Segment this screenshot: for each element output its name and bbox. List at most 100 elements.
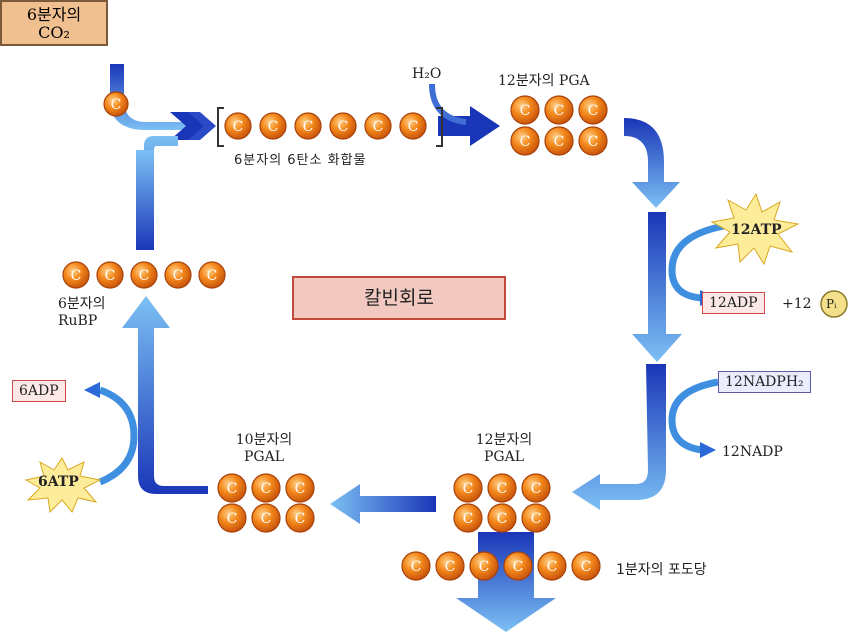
- pgal10-carbon-letter: C: [295, 481, 306, 497]
- pga-carbon-letter: C: [520, 134, 531, 150]
- pgal12-carbon-letter: C: [463, 511, 474, 527]
- pgal10-count: 10분자의: [235, 432, 293, 448]
- atp-right-starburst: [710, 192, 800, 266]
- plus-pi-label: +12: [782, 296, 812, 312]
- pgal12-carbon-letter: C: [531, 481, 542, 497]
- pgal12-carbon-ball: [521, 503, 551, 533]
- glucose-carbon-letter: C: [479, 559, 490, 575]
- glucose-carbon-ball: [469, 551, 499, 581]
- six-carbon-carbon-letter: C: [303, 119, 314, 135]
- pga-carbon-ball: [544, 95, 574, 125]
- right-curve-top: [624, 118, 680, 208]
- pgal12-carbon-letter: C: [497, 481, 508, 497]
- glucose-carbon-ball: [401, 551, 431, 581]
- right-vertical-2: [572, 364, 666, 510]
- six-carbon-carbon-ball: [399, 112, 427, 140]
- six-carbon-label: 6분자의 6탄소 화합물: [234, 153, 367, 168]
- co2-box: 6분자의 CO₂: [0, 0, 108, 46]
- rubp-label: 6분자의 RuBP: [58, 296, 106, 330]
- pga-carbon-letter: C: [588, 103, 599, 119]
- nadph-arrowhead: [700, 442, 716, 458]
- six-carbon-carbon-letter: C: [268, 119, 279, 135]
- glucose-carbon-letter: C: [581, 559, 592, 575]
- rubp-carbon-letter: C: [207, 268, 218, 284]
- co2-input-arrow: [110, 64, 190, 130]
- rubp-carbon-letter: C: [173, 268, 184, 284]
- co2-count: 6분자의: [26, 5, 82, 24]
- six-carbon-carbon-ball: [224, 112, 252, 140]
- arrow-to-pga: [438, 106, 500, 146]
- glucose-carbon-ball: [537, 551, 567, 581]
- pgal10-carbon-ball: [217, 473, 247, 503]
- pga-carbon-ball: [544, 126, 574, 156]
- pgal12-carbon-ball: [487, 503, 517, 533]
- glucose-label: 1분자의 포도당: [616, 562, 707, 578]
- pga-carbon-letter: C: [520, 103, 531, 119]
- pgal10-carbon-ball: [285, 473, 315, 503]
- pgal12-carbon-letter: C: [463, 481, 474, 497]
- co2-carbon-carbon-ball: [103, 91, 129, 117]
- rubp-carbon-letter: C: [71, 268, 82, 284]
- pga-carbon-letter: C: [554, 103, 565, 119]
- bracket-right: [436, 107, 443, 147]
- double-chevron-arrow-2: [188, 112, 216, 140]
- pgal10-name: PGAL: [243, 449, 284, 465]
- glucose-carbon-letter: C: [411, 559, 422, 575]
- co2-formula: CO₂: [38, 23, 70, 42]
- h2o-label: H₂O: [412, 66, 442, 82]
- co2-carbon-carbon-letter: C: [111, 97, 122, 113]
- rubp-count: 6분자의: [58, 296, 106, 312]
- pgal10-carbon-ball: [251, 503, 281, 533]
- adp-left-box: 6ADP: [12, 380, 66, 402]
- glucose-carbon-ball: [571, 551, 601, 581]
- glucose-carbon-ball: [435, 551, 465, 581]
- left-vertical-up-body: [136, 150, 154, 250]
- pgal12-carbon-ball: [453, 503, 483, 533]
- rubp-carbon-letter: C: [139, 268, 150, 284]
- six-carbon-carbon-letter: C: [373, 119, 384, 135]
- rubp-carbon-ball: [164, 261, 192, 289]
- atp-left-arrowhead: [84, 382, 100, 398]
- pgal12-carbon-letter: C: [531, 511, 542, 527]
- h2o-arrow: [429, 83, 467, 125]
- six-carbon-carbon-letter: C: [338, 119, 349, 135]
- arrow-to-pgal10: [330, 484, 436, 524]
- pga-carbon-ball: [578, 126, 608, 156]
- six-carbon-carbon-ball: [364, 112, 392, 140]
- glucose-output-arrow: [456, 532, 556, 632]
- pgal12-carbon-ball: [453, 473, 483, 503]
- pgal10-carbon-ball: [251, 473, 281, 503]
- nadph-arrow: [668, 378, 719, 454]
- pga-label: 12분자의 PGA: [498, 73, 590, 89]
- pgal10-carbon-letter: C: [261, 511, 272, 527]
- atp-right-arrow: [668, 222, 725, 302]
- pi-circle: [820, 290, 848, 318]
- nadp-label: 12NADP: [722, 444, 783, 460]
- pgal10-label: 10분자의 PGAL: [222, 432, 306, 466]
- six-carbon-carbon-ball: [294, 112, 322, 140]
- nadph-box: 12NADPH₂: [718, 371, 811, 393]
- atp-left-starburst: [24, 457, 102, 514]
- six-carbon-carbon-letter: C: [233, 119, 244, 135]
- pgal10-carbon-letter: C: [227, 481, 238, 497]
- glucose-carbon-letter: C: [445, 559, 456, 575]
- right-vertical-1: [632, 212, 682, 362]
- six-carbon-carbon-ball: [329, 112, 357, 140]
- glucose-carbon-letter: C: [513, 559, 524, 575]
- six-carbon-carbon-ball: [259, 112, 287, 140]
- rubp-carbon-ball: [96, 261, 124, 289]
- pgal10-carbon-letter: C: [295, 511, 306, 527]
- pgal10-carbon-letter: C: [261, 481, 272, 497]
- pga-carbon-ball: [578, 95, 608, 125]
- rubp-carbon-ball: [198, 261, 226, 289]
- pgal10-carbon-letter: C: [227, 511, 238, 527]
- pga-carbon-letter: C: [588, 134, 599, 150]
- pgal12-count: 12분자의: [475, 432, 533, 448]
- rubp-carbon-ball: [130, 261, 158, 289]
- pgal12-carbon-ball: [487, 473, 517, 503]
- atp-left-arrow: [98, 386, 138, 486]
- rubp-carbon-letter: C: [105, 268, 116, 284]
- pgal10-carbon-ball: [217, 503, 247, 533]
